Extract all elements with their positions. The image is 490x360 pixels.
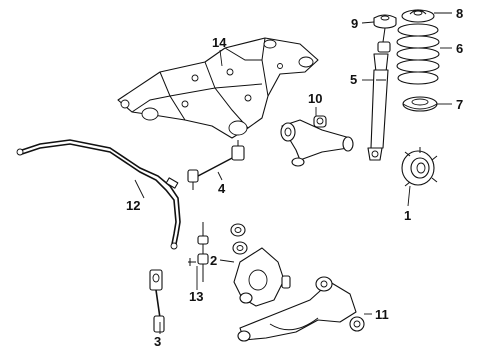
callout-3: 3 xyxy=(154,334,161,349)
callout-12: 12 xyxy=(126,198,140,213)
callout-labels: 1 2 3 4 5 6 7 8 9 10 11 12 13 14 xyxy=(126,6,463,349)
lower-control-arm xyxy=(237,276,365,342)
callout-9: 9 xyxy=(351,16,358,31)
callout-13: 13 xyxy=(189,289,203,304)
stabilizer-bar xyxy=(16,139,181,250)
subframe-crossmember xyxy=(117,37,319,139)
knuckle xyxy=(230,223,291,307)
callout-11: 11 xyxy=(375,307,389,322)
callout-8: 8 xyxy=(456,6,463,21)
toe-link xyxy=(149,269,165,333)
coil-spring xyxy=(396,23,440,85)
spring-upper-seat xyxy=(401,9,435,23)
leader-lines xyxy=(134,12,452,334)
shock-absorber xyxy=(367,27,391,161)
callout-4: 4 xyxy=(218,181,226,196)
link-bolt xyxy=(188,222,209,282)
callout-7: 7 xyxy=(456,97,463,112)
callout-6: 6 xyxy=(456,41,463,56)
callout-5: 5 xyxy=(350,72,357,87)
stabilizer-link xyxy=(187,140,245,190)
upper-mount xyxy=(373,14,397,29)
callout-14: 14 xyxy=(212,35,227,50)
lower-spring-seat xyxy=(402,96,438,112)
hub-bearing xyxy=(401,147,438,187)
callout-1: 1 xyxy=(404,208,411,223)
callout-2: 2 xyxy=(210,253,217,268)
upper-control-arm xyxy=(280,115,354,167)
callout-10: 10 xyxy=(308,91,322,106)
